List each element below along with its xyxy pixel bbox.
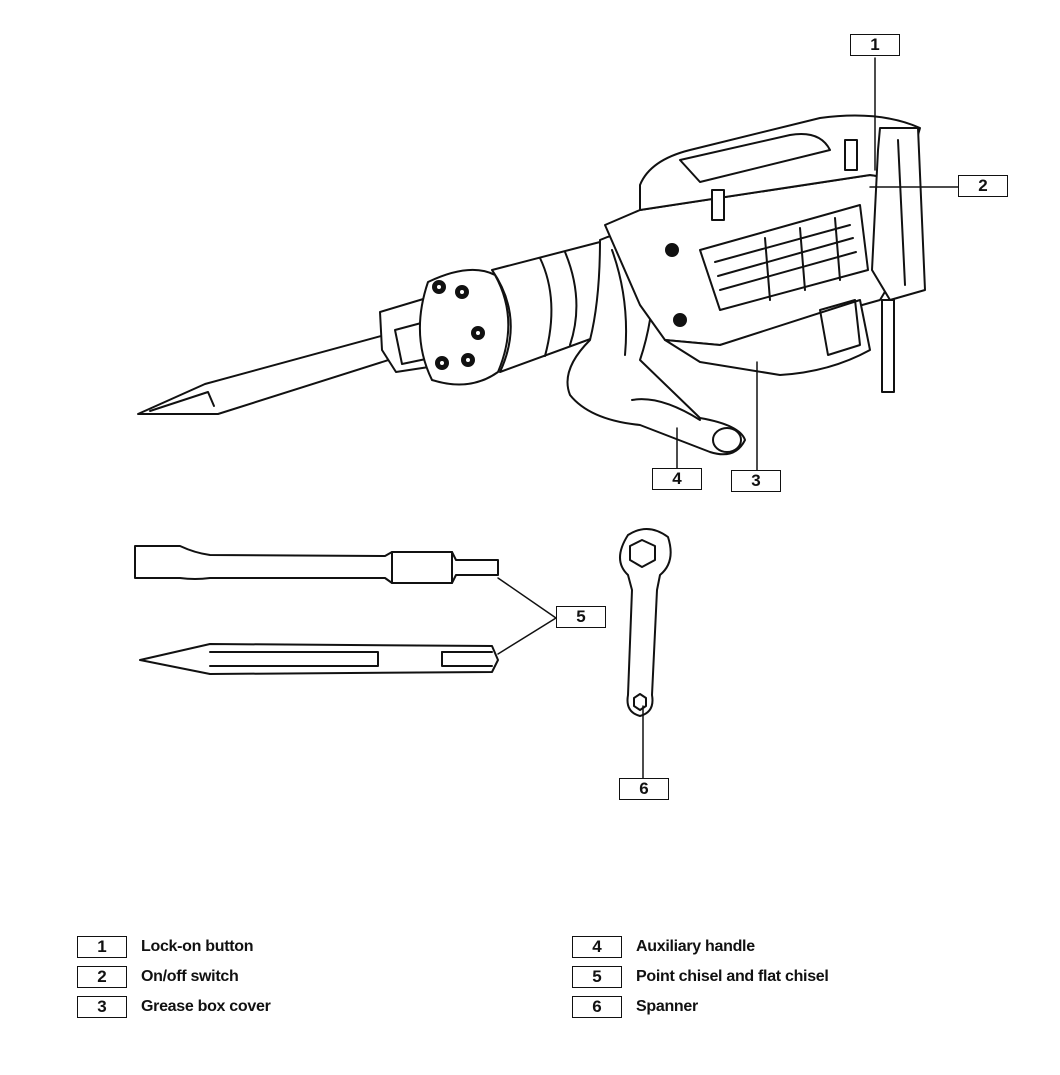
callout-4: 4 [652, 468, 702, 490]
demolition-hammer-illustration [137, 114, 926, 456]
motor-body [604, 174, 911, 346]
lower-housing [664, 299, 871, 376]
rear-handle [871, 127, 926, 393]
legend-number: 2 [77, 966, 127, 988]
legend-label: Point chisel and flat chisel [636, 968, 829, 985]
leader-lines [497, 57, 959, 779]
callout-5: 5 [556, 606, 606, 628]
callout-1: 1 [850, 34, 900, 56]
point-chisel-drawing [134, 545, 499, 584]
mounted-chisel [137, 332, 399, 415]
legend-number: 1 [77, 936, 127, 958]
legend-label: Auxiliary handle [636, 938, 755, 955]
legend-label: Grease box cover [141, 998, 271, 1015]
legend-item-on-off-switch: 2 On/off switch [77, 966, 239, 988]
legend-item-grease-box-cover: 3 Grease box cover [77, 996, 271, 1018]
legend-number: 4 [572, 936, 622, 958]
top-cover [639, 114, 921, 221]
flat-chisel-drawing [139, 643, 499, 675]
legend-item-spanner: 6 Spanner [572, 996, 698, 1018]
callout-3: 3 [731, 470, 781, 492]
legend-label: On/off switch [141, 968, 239, 985]
legend-label: Lock-on button [141, 938, 254, 955]
spanner-drawing [619, 528, 672, 717]
legend-number: 3 [77, 996, 127, 1018]
legend-number: 5 [572, 966, 622, 988]
legend-number: 6 [572, 996, 622, 1018]
legend-item-auxiliary-handle: 4 Auxiliary handle [572, 936, 755, 958]
callout-6: 6 [619, 778, 669, 800]
legend-label: Spanner [636, 998, 698, 1015]
legend-item-lock-on-button: 1 Lock-on button [77, 936, 254, 958]
legend-item-chisels: 5 Point chisel and flat chisel [572, 966, 829, 988]
callout-2: 2 [958, 175, 1008, 197]
front-flange [418, 268, 510, 386]
